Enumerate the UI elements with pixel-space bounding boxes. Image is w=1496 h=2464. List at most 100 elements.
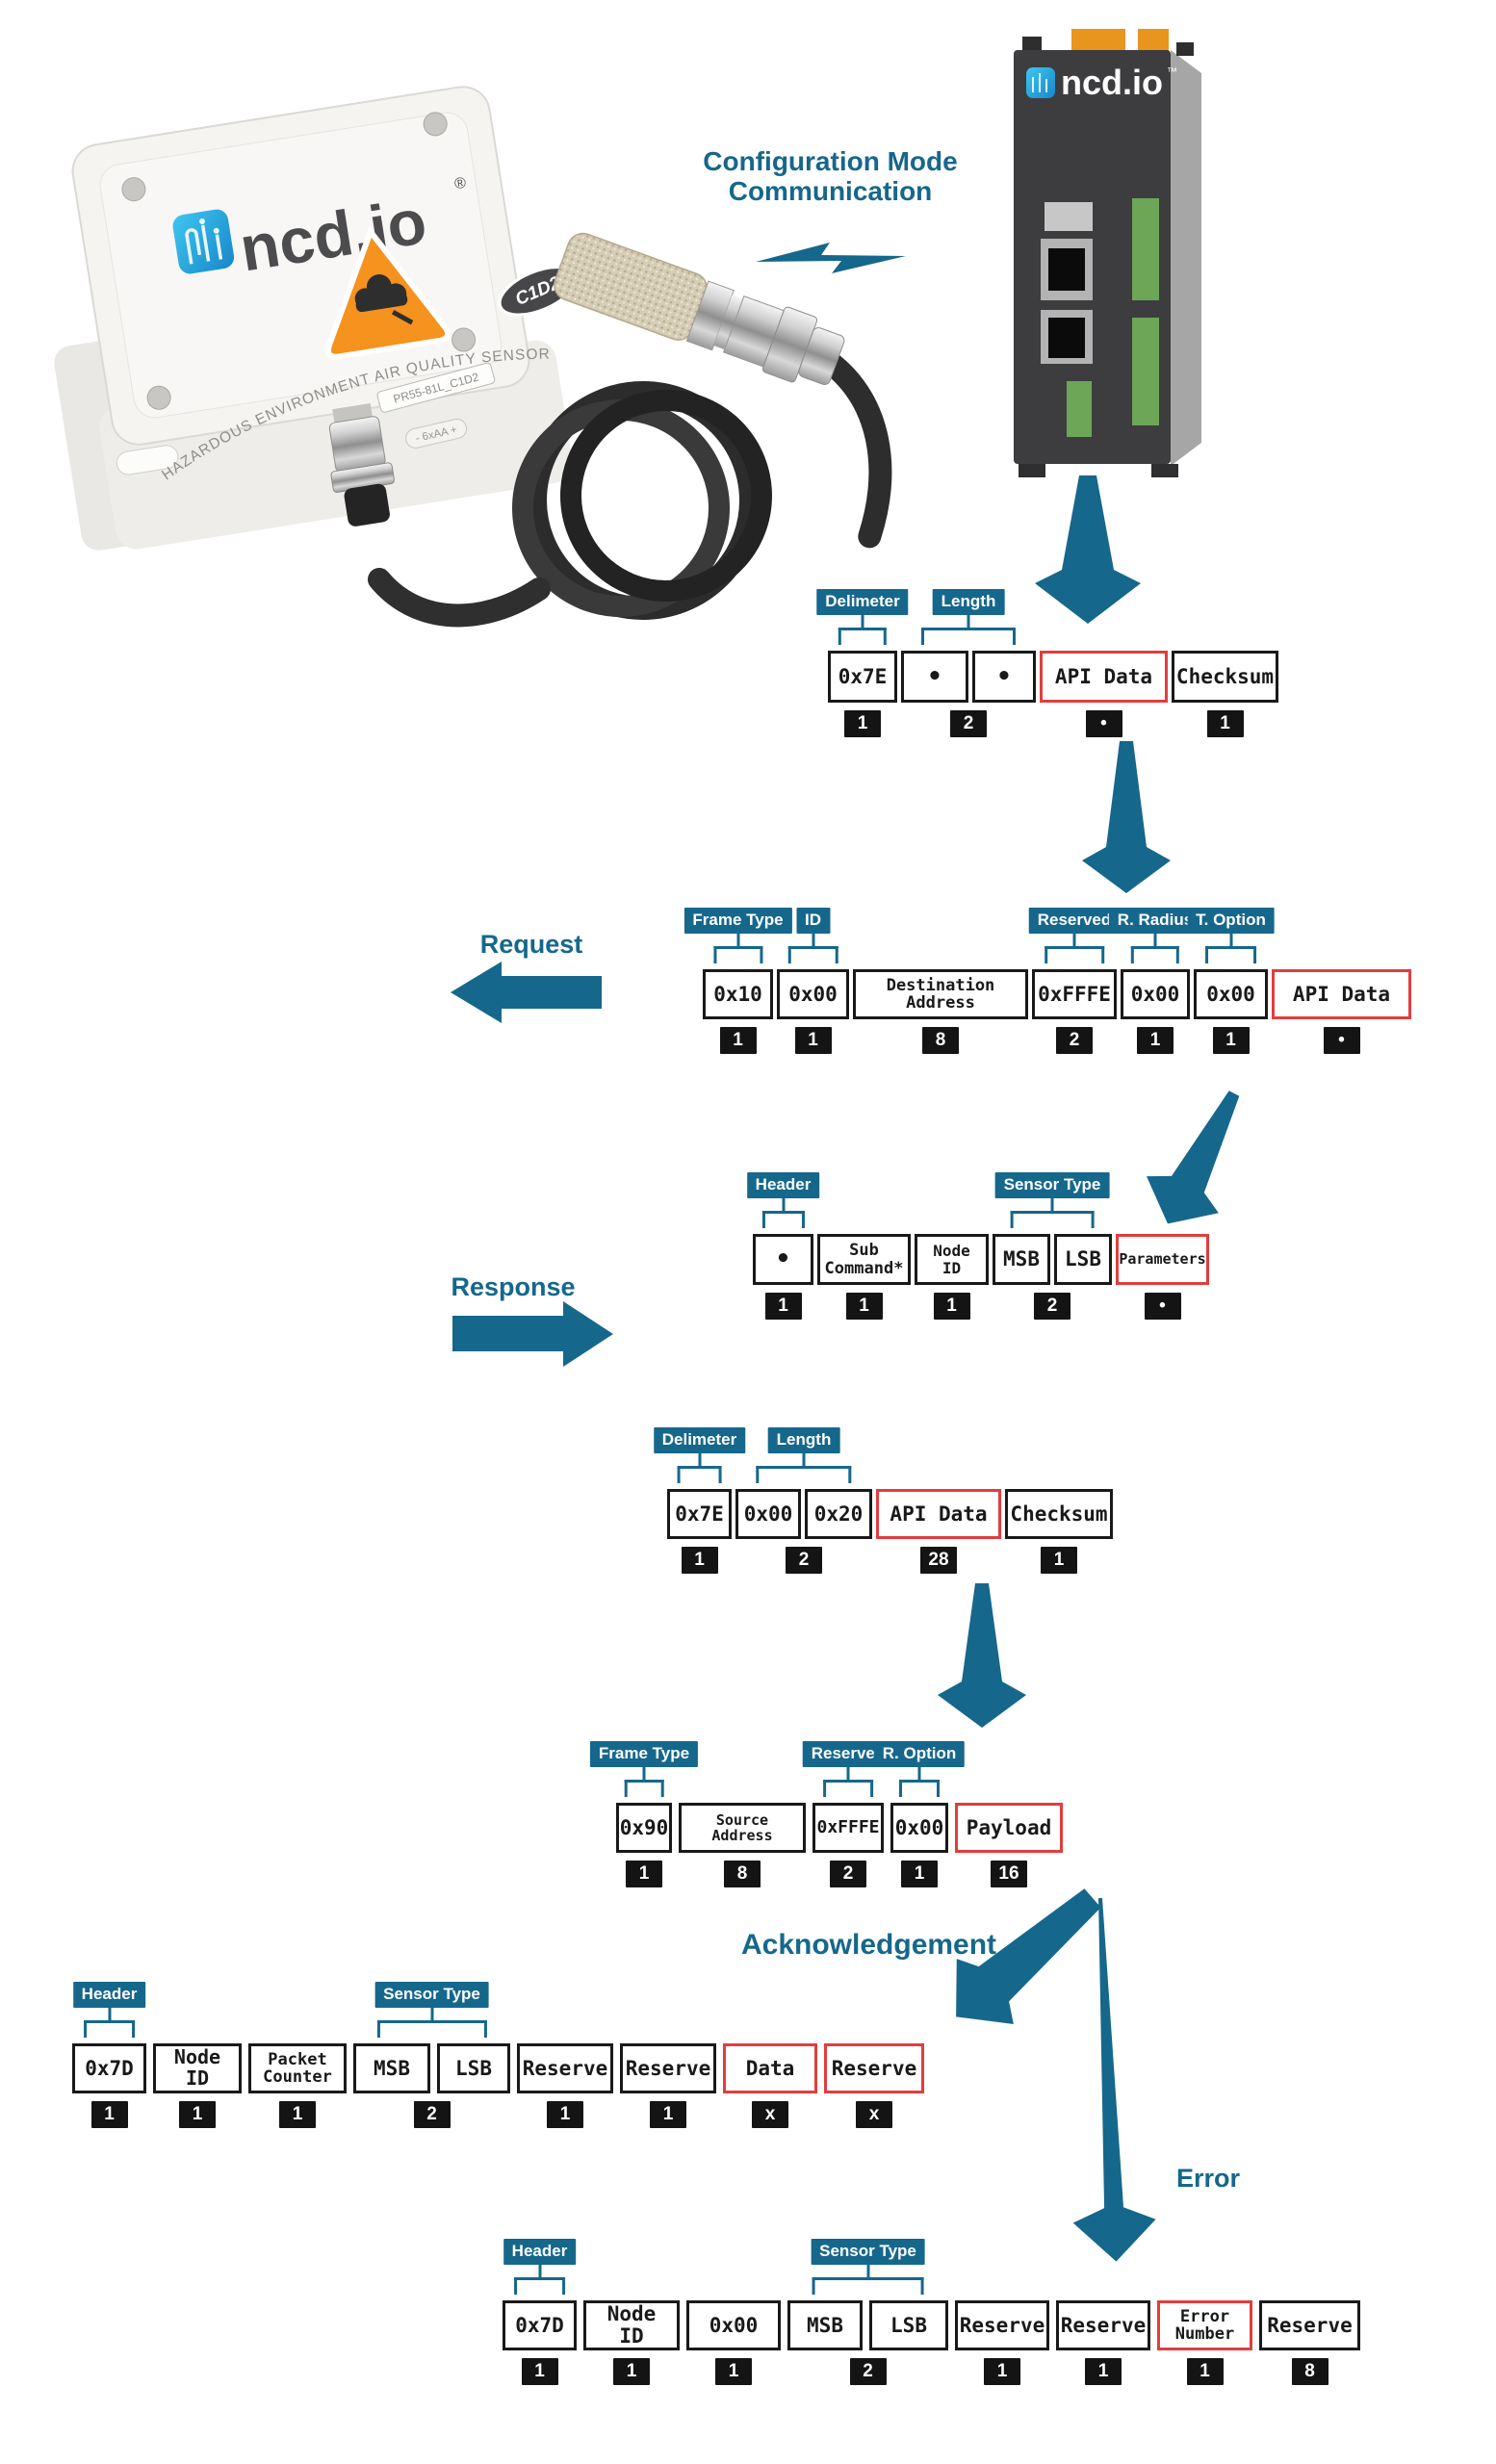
field-lsb: LSB [1054, 1234, 1112, 1285]
field-error-number: Error Number [1157, 2300, 1252, 2350]
byte-size-badge: 1 [1212, 1027, 1250, 1054]
group-stem [917, 1766, 921, 1780]
field-dot: • [901, 651, 968, 703]
green-terminal [1132, 198, 1159, 300]
devices-illustration: ncd.io ® HAZARDOUS ENVIRONMENT AIR QUALI… [54, 29, 1201, 628]
group-label-t-option: T. Option [1187, 908, 1275, 935]
field-sub-command: Sub Command* [817, 1234, 911, 1285]
field-0x7d: 0x7D [503, 2300, 577, 2350]
group-label-reserved: Reserved [1028, 908, 1121, 935]
field-0x20: 0x20 [805, 1489, 872, 1539]
field-checksum: Checksum [1005, 1489, 1113, 1539]
byte-size-badge: • [1144, 1293, 1181, 1320]
byte-size-badge: x [856, 2101, 892, 2128]
field-reserve: Reserve [824, 2043, 924, 2093]
group-bracket [787, 946, 838, 963]
group-label-frame-type: Frame Type [589, 1741, 699, 1768]
byte-size-badge: 1 [984, 2358, 1020, 2385]
gateway-brand-text: ncd.io [1061, 63, 1163, 102]
group-bracket [756, 1466, 852, 1483]
byte-size-badge: 1 [901, 1861, 938, 1887]
byte-size-badge: 2 [413, 2101, 451, 2128]
sensor-device-illustration: ncd.io ® HAZARDOUS ENVIRONMENT AIR QUALI… [54, 86, 578, 551]
group-bracket [677, 1466, 722, 1483]
group-bracket [1130, 946, 1180, 963]
group-bracket [624, 1780, 664, 1797]
group-bracket [838, 628, 888, 645]
green-terminal [1132, 318, 1159, 425]
group-label-delimeter: Delimeter [653, 1427, 746, 1454]
field-dot: • [972, 651, 1036, 703]
warning-triangle-icon [325, 225, 451, 360]
byte-size-badge: 1 [626, 1861, 662, 1887]
field-0x00: 0x00 [735, 1489, 801, 1539]
group-label-header: Header [746, 1172, 820, 1199]
field-0x00: 0x00 [890, 1803, 948, 1853]
group-bracket [1204, 946, 1257, 963]
field-0x7e: 0x7E [667, 1489, 732, 1539]
byte-size-badge: 1 [1137, 1027, 1174, 1054]
group-stem [642, 1766, 646, 1780]
field-0x00: 0x00 [777, 969, 849, 1019]
field-reserve: Reserve [955, 2300, 1049, 2350]
cable-coil-illustration [368, 381, 772, 628]
field-msb: MSB [993, 1234, 1050, 1285]
error-label: Error [1176, 2164, 1241, 2193]
group-stem [782, 1197, 785, 1211]
byte-size-badge: 1 [1206, 710, 1244, 737]
arrow-serial-to-xbee-request [1082, 741, 1171, 893]
field-source-address: Source Address [679, 1803, 806, 1853]
sensor-battery-badge: - 6xAA + [405, 418, 468, 449]
group-stem [846, 1766, 850, 1780]
group-bracket [761, 1211, 805, 1228]
ethernet-port [1041, 310, 1093, 364]
byte-size-badge: 1 [719, 1027, 757, 1054]
group-stem [698, 1452, 701, 1466]
group-bracket [376, 2020, 487, 2038]
group-bracket [899, 1780, 940, 1797]
lightning-icon [756, 243, 906, 273]
field-reserve: Reserve [1056, 2300, 1150, 2350]
byte-size-badge: 1 [90, 2101, 128, 2128]
group-bracket [513, 2277, 566, 2295]
request-arrow [451, 962, 602, 1023]
group-stem [866, 2264, 869, 2277]
response-label: Response [451, 1272, 576, 1301]
byte-size-badge: 1 [1085, 2358, 1122, 2385]
field-lsb: LSB [869, 2300, 948, 2350]
field-checksum: Checksum [1172, 651, 1278, 703]
field-0x7e: 0x7E [828, 651, 897, 703]
field-0xfffe: 0xFFFE [812, 1803, 884, 1853]
byte-size-badge: 8 [922, 1027, 959, 1054]
byte-size-badge: 1 [650, 2101, 686, 2128]
byte-size-badge: 1 [613, 2358, 650, 2385]
group-label-length: Length [767, 1427, 840, 1454]
gateway-device-illustration: ncd.io ™ [1014, 29, 1201, 477]
ncdio-logo-icon [1026, 67, 1055, 98]
mounting-slot [116, 445, 179, 475]
group-label-header: Header [503, 2239, 577, 2266]
group-stem [430, 2007, 433, 2020]
field-node-id: Node ID [583, 2300, 680, 2350]
byte-size-badge: x [752, 2101, 788, 2128]
group-stem [108, 2007, 111, 2020]
field-payload: Payload [955, 1803, 1063, 1853]
group-label-header: Header [72, 1982, 146, 2009]
gateway-orange-tab [1138, 29, 1169, 52]
request-label: Request [479, 930, 583, 959]
field-dot: • [753, 1234, 813, 1285]
sensor-connector [328, 402, 395, 526]
gateway-orange-tab [1071, 29, 1125, 52]
field-0x00: 0x00 [1121, 969, 1190, 1019]
field-0xfffe: 0xFFFE [1032, 969, 1117, 1019]
byte-size-badge: 28 [920, 1547, 957, 1574]
byte-size-badge: 1 [844, 710, 881, 737]
group-bracket [1010, 1211, 1095, 1228]
byte-size-badge: 8 [1291, 2358, 1328, 2385]
byte-size-badge: 1 [279, 2101, 316, 2128]
group-bracket [921, 628, 1016, 645]
field-parameters: Parameters [1116, 1234, 1209, 1285]
byte-size-badge: 2 [950, 710, 987, 737]
group-stem [802, 1452, 806, 1466]
